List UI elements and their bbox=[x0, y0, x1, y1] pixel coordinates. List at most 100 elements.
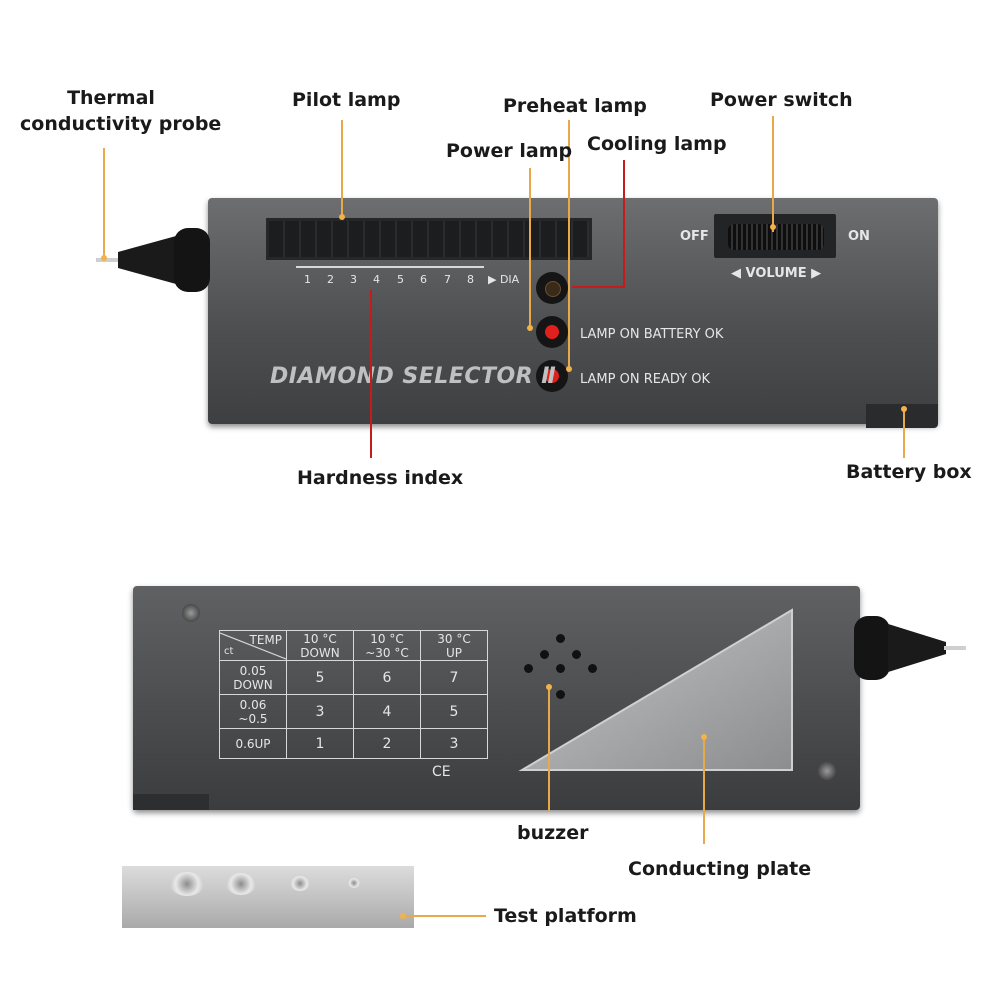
leader-buzzer bbox=[548, 688, 550, 812]
scale-tick-8: 8 bbox=[467, 273, 474, 286]
leader-test-platform bbox=[404, 915, 486, 917]
leader-dot bbox=[339, 214, 345, 220]
table-cell: 3 bbox=[420, 728, 488, 759]
power-lamp-bulb bbox=[545, 325, 559, 339]
leader-battery-box bbox=[903, 410, 905, 458]
leader-cooling-lamp bbox=[623, 160, 625, 288]
row-header: 0.05 DOWN bbox=[219, 660, 287, 695]
scale-tick-2: 2 bbox=[327, 273, 334, 286]
leader-dot bbox=[901, 406, 907, 412]
label-thermal-probe-line1: Thermal bbox=[67, 87, 155, 109]
buzzer-hole bbox=[572, 650, 581, 659]
preheat-lamp bbox=[536, 272, 568, 304]
col-header: 30 °C UP bbox=[420, 630, 488, 661]
label-hardness-index: Hardness index bbox=[297, 467, 464, 489]
corner-bottom-label: ct bbox=[224, 646, 234, 657]
scale-tick-7: 7 bbox=[444, 273, 451, 286]
col-header-line1: 30 °C bbox=[437, 631, 471, 646]
lamp-battery-text: LAMP ON BATTERY OK bbox=[580, 327, 724, 342]
switch-on-label: ON bbox=[848, 229, 870, 244]
test-pit bbox=[226, 873, 256, 895]
table-cell: 6 bbox=[353, 660, 421, 695]
cooling-lamp bbox=[536, 360, 568, 392]
thermal-probe-back bbox=[854, 616, 966, 680]
row-header-line2: ~0.5 bbox=[238, 711, 268, 726]
row-header-line1: 0.06 bbox=[239, 697, 267, 712]
scale-tick-3: 3 bbox=[350, 273, 357, 286]
col-header-line2: UP bbox=[445, 645, 463, 660]
buzzer-hole bbox=[588, 664, 597, 673]
row-header-line1: 0.05 bbox=[239, 663, 267, 678]
table-cell: 4 bbox=[353, 694, 421, 729]
row-header-line2: DOWN bbox=[233, 677, 273, 692]
leader-power-switch bbox=[772, 116, 774, 232]
probe-needle-back bbox=[944, 646, 966, 650]
label-preheat-lamp: Preheat lamp bbox=[503, 95, 647, 117]
label-conducting-plate: Conducting plate bbox=[628, 858, 812, 880]
label-power-switch: Power switch bbox=[710, 89, 853, 111]
leader-cooling-lamp-h bbox=[572, 286, 625, 288]
pilot-lamp-window bbox=[266, 218, 592, 260]
power-lamp bbox=[536, 316, 568, 348]
buzzer-hole bbox=[556, 634, 565, 643]
col-header: 10 °C DOWN bbox=[286, 630, 354, 661]
scale-tick-1: 1 bbox=[304, 273, 311, 286]
table-row: 0.6UP 1 2 3 bbox=[219, 728, 488, 759]
col-header-line2: ~30 °C bbox=[365, 645, 409, 660]
table-cell: 5 bbox=[420, 694, 488, 729]
corner-divider bbox=[220, 632, 286, 660]
col-header-line2: DOWN bbox=[300, 645, 340, 660]
probe-collar-back bbox=[854, 616, 890, 680]
preheat-lamp-bulb bbox=[545, 281, 561, 297]
label-battery-box: Battery box bbox=[846, 461, 972, 483]
leader-pilot-lamp bbox=[341, 120, 343, 218]
switch-off-label: OFF bbox=[680, 229, 709, 244]
test-pit bbox=[170, 872, 204, 896]
buzzer-hole bbox=[540, 650, 549, 659]
table-cell: 2 bbox=[353, 728, 421, 759]
leader-hardness-index bbox=[370, 290, 372, 458]
leader-dot bbox=[101, 255, 107, 261]
probe-collar bbox=[174, 228, 210, 292]
conducting-plate bbox=[518, 608, 793, 771]
leader-dot bbox=[527, 325, 533, 331]
leader-dot bbox=[566, 366, 572, 372]
leader-dot bbox=[546, 684, 552, 690]
leader-dot bbox=[701, 734, 707, 740]
leader-power-lamp bbox=[529, 168, 531, 328]
row-header: 0.06 ~0.5 bbox=[219, 694, 287, 729]
label-power-lamp: Power lamp bbox=[446, 140, 573, 162]
scale-bar bbox=[296, 266, 484, 268]
buzzer-hole bbox=[524, 664, 533, 673]
volume-knob[interactable] bbox=[728, 224, 824, 250]
row-header: 0.6UP bbox=[219, 728, 287, 759]
leader-preheat-lamp bbox=[568, 120, 570, 370]
corner-top-label: TEMP bbox=[249, 633, 282, 647]
test-pit bbox=[290, 876, 310, 891]
col-header: 10 °C ~30 °C bbox=[353, 630, 421, 661]
thermal-probe-front bbox=[96, 228, 210, 292]
probe-cone-back bbox=[888, 624, 946, 672]
table-row: 0.06 ~0.5 3 4 5 bbox=[219, 694, 488, 729]
volume-label: ◀ VOLUME ▶ bbox=[731, 266, 822, 281]
col-header-line1: 10 °C bbox=[303, 631, 337, 646]
screw-icon bbox=[818, 762, 836, 780]
table-cell: 1 bbox=[286, 728, 354, 759]
table-cell: 5 bbox=[286, 660, 354, 695]
leader-conducting-plate bbox=[703, 738, 705, 844]
brand-name: DIAMOND SELECTOR Ⅱ bbox=[270, 364, 557, 389]
screw-icon bbox=[182, 604, 200, 622]
scale-tick-4: 4 bbox=[373, 273, 380, 286]
label-test-platform: Test platform bbox=[494, 905, 637, 927]
scale-tick-5: 5 bbox=[397, 273, 404, 286]
label-pilot-lamp: Pilot lamp bbox=[292, 89, 401, 111]
table-corner: TEMP ct bbox=[219, 630, 287, 661]
ce-mark: CE bbox=[432, 764, 451, 780]
leader-dot bbox=[770, 224, 776, 230]
label-thermal-probe: Thermal conductivity probe bbox=[20, 85, 221, 137]
test-platform bbox=[122, 866, 414, 928]
buzzer-hole bbox=[556, 690, 565, 699]
lamp-ready-text: LAMP ON READY OK bbox=[580, 372, 710, 387]
buzzer-hole bbox=[556, 664, 565, 673]
table-cell: 7 bbox=[420, 660, 488, 695]
